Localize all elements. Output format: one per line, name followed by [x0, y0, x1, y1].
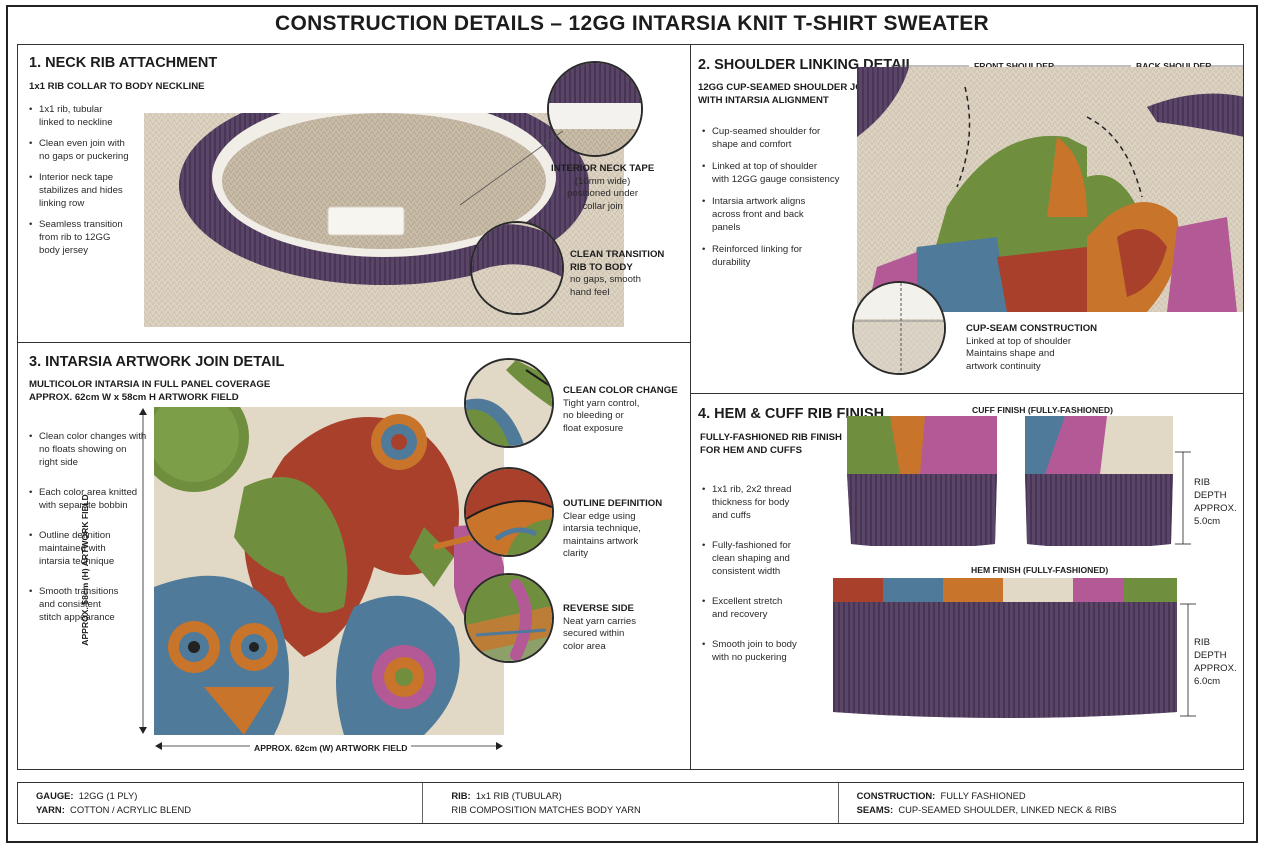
height-dimension-label: APPROX. 58cm (H) ARTWORK FIELD — [80, 494, 90, 646]
bullet-item: 1x1 rib, tubular linked to neckline — [29, 103, 149, 129]
spec-value: COTTON / ACRYLIC BLEND — [70, 804, 192, 815]
bullet-item: Cup-seamed shoulder for shape and comfor… — [702, 125, 852, 151]
cup-seam-zoom — [852, 281, 946, 375]
shoulder-label-lines — [891, 65, 1243, 67]
spec-bar: GAUGE: 12GG (1 PLY) YARN: COTTON / ACRYL… — [17, 782, 1244, 824]
spec-value: FULLY FASHIONED — [940, 790, 1026, 801]
color-change-callout: CLEAN COLOR CHANGE Tight yarn control, n… — [563, 385, 678, 435]
spec-key: GAUGE: — [36, 790, 74, 801]
hem-depth-bracket — [1180, 603, 1196, 717]
bullet-item: Excellent stretch and recovery — [702, 595, 832, 621]
neck-rib-subtitle: 1x1 RIB COLLAR TO BODY NECKLINE — [29, 81, 205, 92]
rib-transition-callout-text: no gaps, smooth hand feel — [570, 274, 641, 298]
rib-transition-zoom — [470, 221, 564, 315]
hem-cuff-subtitle: FULLY-FASHIONED RIB FINISH FOR HEM AND C… — [700, 432, 842, 456]
color-change-callout-title: CLEAN COLOR CHANGE — [563, 385, 678, 396]
bullet-item: Smooth join to body with no puckering — [702, 638, 832, 664]
spec-key: YARN: — [36, 804, 65, 815]
neck-rib-panel: 1. NECK RIB ATTACHMENT 1x1 RIB COLLAR TO… — [17, 44, 691, 343]
intarsia-bullets: Clean color changes with no floats showi… — [29, 430, 159, 624]
rib-transition-callout: CLEAN TRANSITION RIB TO BODY no gaps, sm… — [570, 249, 664, 299]
width-dimension-label: APPROX. 62cm (W) ARTWORK FIELD — [250, 743, 412, 753]
page-title: CONSTRUCTION DETAILS – 12GG INTARSIA KNI… — [274, 12, 989, 35]
spec-value: RIB COMPOSITION MATCHES BODY YARN — [451, 804, 641, 815]
outline-definition-callout: OUTLINE DEFINITION Clear edge using inta… — [563, 498, 662, 561]
bullet-item: Intarsia artwork aligns across front and… — [702, 195, 852, 234]
color-change-zoom — [464, 358, 554, 448]
spec-col-rib: RIB: 1x1 RIB (TUBULAR) RIB COMPOSITION M… — [422, 783, 837, 823]
spec-col-construction: CONSTRUCTION: FULLY FASHIONED SEAMS: CUP… — [837, 783, 1243, 823]
rib-transition-callout-title: CLEAN TRANSITION RIB TO BODY — [570, 249, 665, 273]
spec-value: 1x1 RIB (TUBULAR) — [475, 790, 562, 801]
outline-definition-zoom — [464, 467, 554, 557]
neck-tape-leader-line — [459, 130, 564, 206]
bullet-item: Seamless transition from rib to 12GG bod… — [29, 218, 149, 257]
spec-value: CUP-SEAMED SHOULDER, LINKED NECK & RIBS — [898, 804, 1117, 815]
bullet-item: Smooth transitions and consistent stitch… — [29, 585, 159, 624]
color-change-callout-text: Tight yarn control, no bleeding or float… — [563, 397, 640, 434]
shoulder-subtitle: 12GG CUP-SEAMED SHOULDER JOIN WITH INTAR… — [698, 82, 872, 106]
outline-definition-callout-text: Clear edge using intarsia technique, mai… — [563, 510, 641, 560]
spec-key: SEAMS: — [856, 804, 894, 815]
cuff-finish-label: CUFF FINISH (FULLY-FASHIONED) — [972, 405, 1113, 415]
spec-col-gauge-yarn: GAUGE: 12GG (1 PLY) YARN: COTTON / ACRYL… — [18, 783, 422, 823]
intarsia-artwork-illustration — [154, 407, 504, 735]
neck-tape-callout-title: INTERIOR NECK TAPE — [551, 163, 655, 174]
neck-tape-callout-text: (10mm wide) positioned under collar join — [567, 175, 639, 212]
hem-depth-label: RIB DEPTH APPROX. 6.0cm — [1194, 637, 1237, 687]
bullet-item: Interior neck tape stabilizes and hides … — [29, 171, 149, 210]
neck-rib-bullets: 1x1 rib, tubular linked to neckline Clea… — [29, 103, 149, 257]
reverse-side-zoom — [464, 573, 554, 663]
cup-seam-callout: CUP-SEAM CONSTRUCTION Linked at top of s… — [966, 323, 1097, 373]
front-shoulder-illustration — [857, 67, 1087, 312]
cuff-depth-label: RIB DEPTH APPROX. 5.0cm — [1194, 477, 1237, 527]
cup-seam-callout-title: CUP-SEAM CONSTRUCTION — [966, 323, 1098, 334]
bullet-item: Fully-fashioned for clean shaping and co… — [702, 539, 832, 578]
cuff-depth-bracket — [1175, 451, 1191, 545]
intarsia-subtitle: MULTICOLOR INTARSIA IN FULL PANEL COVERA… — [29, 379, 271, 403]
bullet-item: Reinforced linking for durability — [702, 243, 852, 269]
intarsia-join-panel: 3. INTARSIA ARTWORK JOIN DETAIL MULTICOL… — [17, 342, 691, 770]
cuff-illustration — [847, 416, 1173, 546]
reverse-side-callout-text: Neat yarn carries secured within color a… — [563, 615, 637, 652]
bullet-item: Linked at top of shoulder with 12GG gaug… — [702, 160, 852, 186]
neck-tape-callout: INTERIOR NECK TAPE (10mm wide) positione… — [551, 163, 654, 213]
hem-cuff-bullets: 1x1 rib, 2x2 thread thickness for body a… — [702, 483, 832, 664]
reverse-side-callout: REVERSE SIDE Neat yarn carries secured w… — [563, 603, 636, 653]
shoulder-bullets: Cup-seamed shoulder for shape and comfor… — [702, 125, 852, 269]
hem-illustration — [833, 578, 1177, 718]
shoulder-linking-panel: 2. SHOULDER LINKING DETAIL 12GG CUP-SEAM… — [690, 44, 1244, 394]
bullet-item: Outline definition maintained with intar… — [29, 529, 159, 568]
front-shoulder-label: FRONT SHOULDER — [974, 61, 1055, 71]
spec-key: RIB: — [451, 790, 471, 801]
spec-key: CONSTRUCTION: — [856, 790, 936, 801]
bullet-item: 1x1 rib, 2x2 thread thickness for body a… — [702, 483, 832, 522]
bullet-item: Clean color changes with no floats showi… — [29, 430, 159, 469]
hem-cuff-title: 4. HEM & CUFF RIB FINISH — [698, 406, 885, 422]
hem-finish-label: HEM FINISH (FULLY-FASHIONED) — [971, 565, 1109, 575]
bullet-item: Clean even join with no gaps or puckerin… — [29, 137, 149, 163]
hem-cuff-panel: 4. HEM & CUFF RIB FINISH FULLY-FASHIONED… — [690, 393, 1244, 770]
back-shoulder-label: BACK SHOULDER — [1136, 61, 1212, 71]
reverse-side-callout-title: REVERSE SIDE — [563, 603, 634, 614]
back-shoulder-illustration — [1087, 67, 1243, 312]
page-frame — [6, 5, 1258, 843]
spec-value: 12GG (1 PLY) — [78, 790, 138, 801]
outline-definition-callout-title: OUTLINE DEFINITION — [563, 498, 663, 509]
neck-rib-title: 1. NECK RIB ATTACHMENT — [29, 55, 218, 71]
cup-seam-callout-text: Linked at top of shoulder Maintains shap… — [966, 335, 1072, 372]
bullet-item: Each color area knitted with separate bo… — [29, 486, 159, 512]
intarsia-title: 3. INTARSIA ARTWORK JOIN DETAIL — [29, 354, 285, 370]
height-dimension-arrow — [139, 408, 147, 734]
